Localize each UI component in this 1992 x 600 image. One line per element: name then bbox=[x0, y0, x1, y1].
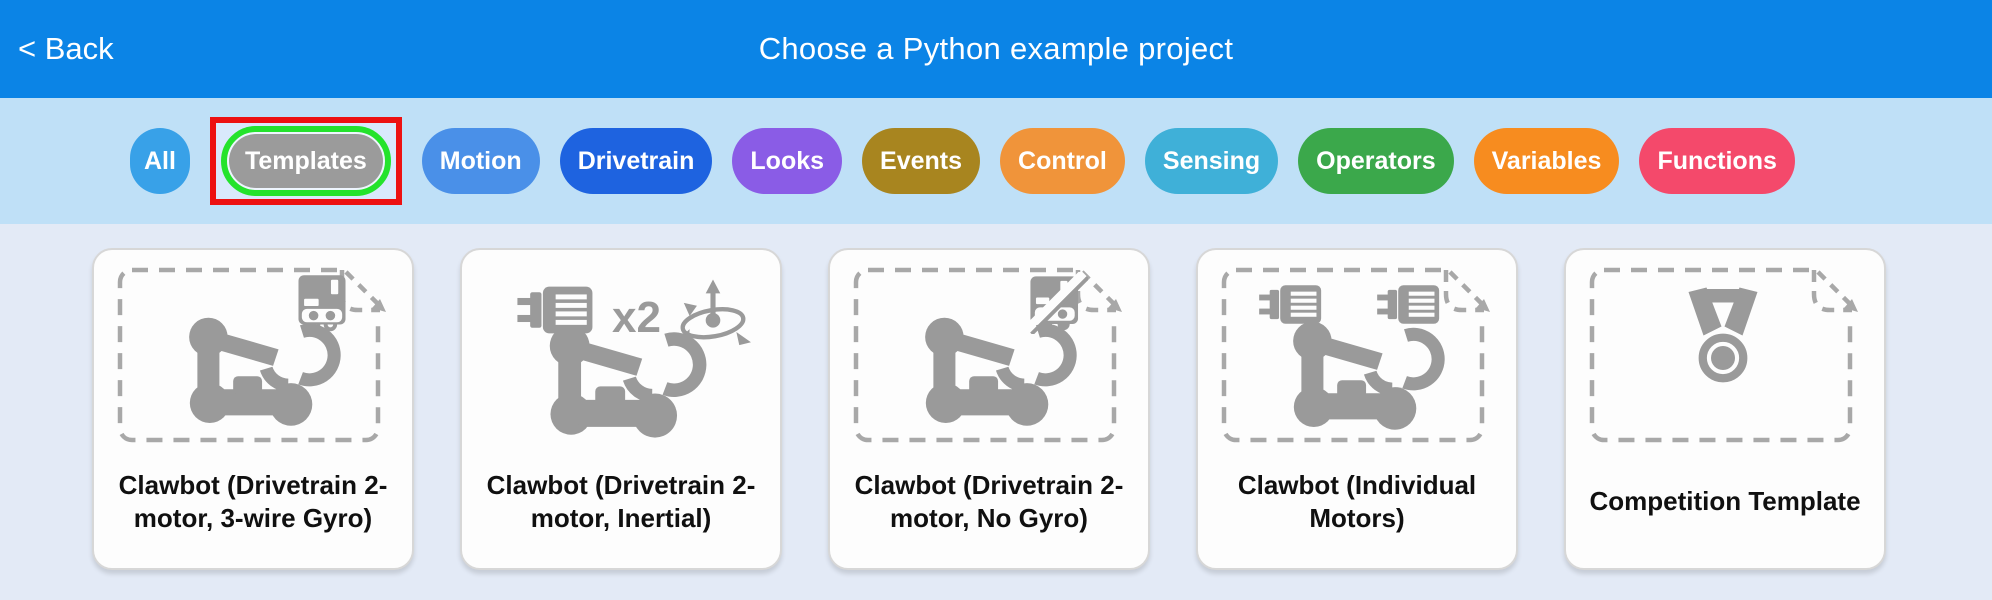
card-thumbnail bbox=[106, 262, 400, 447]
project-card-competition-template[interactable]: Competition Template bbox=[1564, 248, 1886, 570]
motor-icon bbox=[1377, 285, 1440, 324]
clawbot-icon bbox=[925, 318, 1070, 426]
project-card-clawbot-inertial[interactable]: x2 Clawbot (Drivetrain 2-motor, Inertial… bbox=[460, 248, 782, 570]
motor-count-label: x2 bbox=[612, 293, 661, 342]
project-list-area: Clawbot (Drivetrain 2-motor, 3-wire Gyro… bbox=[0, 224, 1992, 600]
card-title: Competition Template bbox=[1589, 486, 1861, 516]
medal-icon bbox=[1689, 288, 1758, 379]
filter-pill-sensing[interactable]: Sensing bbox=[1144, 128, 1279, 194]
page-title: Choose a Python example project bbox=[758, 31, 1234, 66]
card-thumbnail bbox=[1578, 262, 1872, 447]
card-title: Clawbot (Individual Motors) bbox=[1237, 469, 1477, 533]
card-thumbnail bbox=[842, 262, 1136, 447]
category-filter-bar: All Templates Motion Drivetrain Looks Ev… bbox=[0, 98, 1992, 224]
filter-pill-looks[interactable]: Looks bbox=[732, 128, 843, 194]
filter-pill-events[interactable]: Events bbox=[862, 128, 981, 194]
project-card-clawbot-3wire-gyro[interactable]: Clawbot (Drivetrain 2-motor, 3-wire Gyro… bbox=[92, 248, 414, 570]
highlight-ring: Templates bbox=[220, 126, 391, 196]
clawbot-icon bbox=[550, 326, 700, 438]
motor-icon bbox=[517, 286, 593, 334]
cards-row: Clawbot (Drivetrain 2-motor, 3-wire Gyro… bbox=[92, 248, 1992, 570]
clawbot-icon bbox=[1293, 322, 1438, 430]
header-bar: < Back Choose a Python example project bbox=[0, 0, 1992, 98]
filter-pill-variables[interactable]: Variables bbox=[1473, 128, 1620, 194]
card-title: Clawbot (Drivetrain 2-motor, No Gyro) bbox=[854, 469, 1124, 533]
card-thumbnail bbox=[1210, 262, 1504, 447]
clawbot-icon bbox=[189, 318, 334, 426]
filter-pill-drivetrain[interactable]: Drivetrain bbox=[559, 128, 713, 194]
filter-pill-operators[interactable]: Operators bbox=[1298, 128, 1454, 194]
gyro-3wire-icon bbox=[298, 275, 346, 332]
card-thumbnail: x2 bbox=[474, 262, 768, 447]
motor-icon bbox=[1259, 285, 1322, 324]
filter-pill-templates[interactable]: Templates bbox=[228, 134, 383, 188]
filter-pill-functions[interactable]: Functions bbox=[1639, 128, 1795, 194]
card-title: Clawbot (Drivetrain 2-motor, 3-wire Gyro… bbox=[118, 469, 388, 533]
filter-pill-control[interactable]: Control bbox=[1000, 128, 1125, 194]
project-card-clawbot-individual-motors[interactable]: Clawbot (Individual Motors) bbox=[1196, 248, 1518, 570]
filter-pill-all[interactable]: All bbox=[130, 128, 190, 194]
highlight-box: Templates bbox=[209, 117, 402, 205]
filter-pill-motion[interactable]: Motion bbox=[421, 128, 540, 194]
back-button[interactable]: < Back bbox=[18, 31, 114, 66]
project-card-clawbot-no-gyro[interactable]: Clawbot (Drivetrain 2-motor, No Gyro) bbox=[828, 248, 1150, 570]
card-title: Clawbot (Drivetrain 2-motor, Inertial) bbox=[486, 469, 756, 533]
